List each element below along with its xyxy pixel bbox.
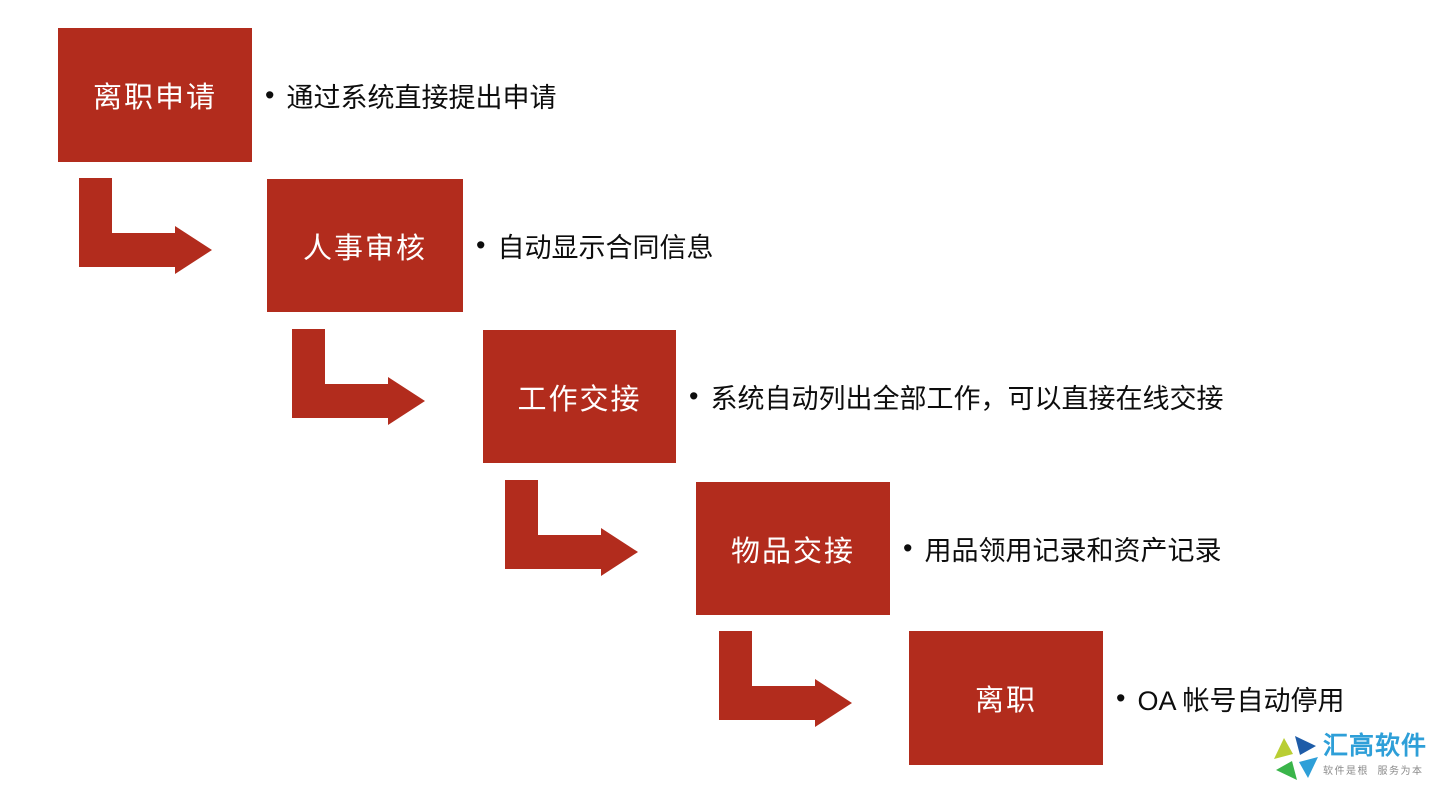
- step-3-note: • 系统自动列出全部工作，可以直接在线交接: [689, 330, 1223, 463]
- bullet-dot: •: [903, 533, 913, 563]
- step-4-note: • 用品领用记录和资产记录: [903, 482, 1221, 615]
- step-1-note: • 通过系统直接提出申请: [265, 28, 556, 162]
- flow-step-box-1: 离职申请: [58, 28, 252, 162]
- step-3-label: 工作交接: [517, 383, 642, 416]
- flow-step-box-2: 人事审核: [267, 179, 463, 312]
- flow-step-box-3: 工作交接: [483, 330, 676, 463]
- step-3-note-text: 系统自动列出全部工作，可以直接在线交接: [710, 384, 1224, 414]
- step-5-label: 离职: [974, 685, 1037, 717]
- step-1-note-text: 通过系统直接提出申请: [286, 82, 557, 113]
- brand-logo: 汇高软件 软件是根 服务为本: [1272, 733, 1427, 783]
- step-2-note: • 自动显示合同信息: [476, 179, 713, 312]
- brand-tagline: 软件是根 服务为本: [1323, 766, 1424, 778]
- pinwheel-icon: [1274, 736, 1318, 780]
- step-4-note-text: 用品领用记录和资产记录: [924, 536, 1222, 566]
- elbow-arrow-icon: [719, 631, 852, 727]
- flow-step-box-4: 物品交接: [696, 482, 890, 615]
- step-4-label: 物品交接: [730, 535, 855, 568]
- bullet-dot: •: [476, 230, 486, 260]
- bullet-dot: •: [265, 79, 275, 110]
- step-2-note-text: 自动显示合同信息: [497, 233, 714, 263]
- step-5-note: • OA 帐号自动停用: [1116, 631, 1344, 765]
- flow-step-box-5: 离职: [909, 631, 1103, 765]
- bullet-dot: •: [1116, 682, 1126, 713]
- brand-text-block: 汇高软件 软件是根 服务为本: [1323, 732, 1428, 778]
- step-5-note-text: OA 帐号自动停用: [1137, 685, 1345, 716]
- elbow-arrow-icon: [292, 329, 425, 425]
- step-2-label: 人事审核: [302, 232, 427, 265]
- bullet-dot: •: [689, 381, 699, 411]
- step-1-label: 离职申请: [92, 82, 217, 114]
- brand-name: 汇高软件: [1323, 732, 1428, 760]
- elbow-arrow-icon: [79, 178, 212, 274]
- elbow-arrow-icon: [505, 480, 638, 576]
